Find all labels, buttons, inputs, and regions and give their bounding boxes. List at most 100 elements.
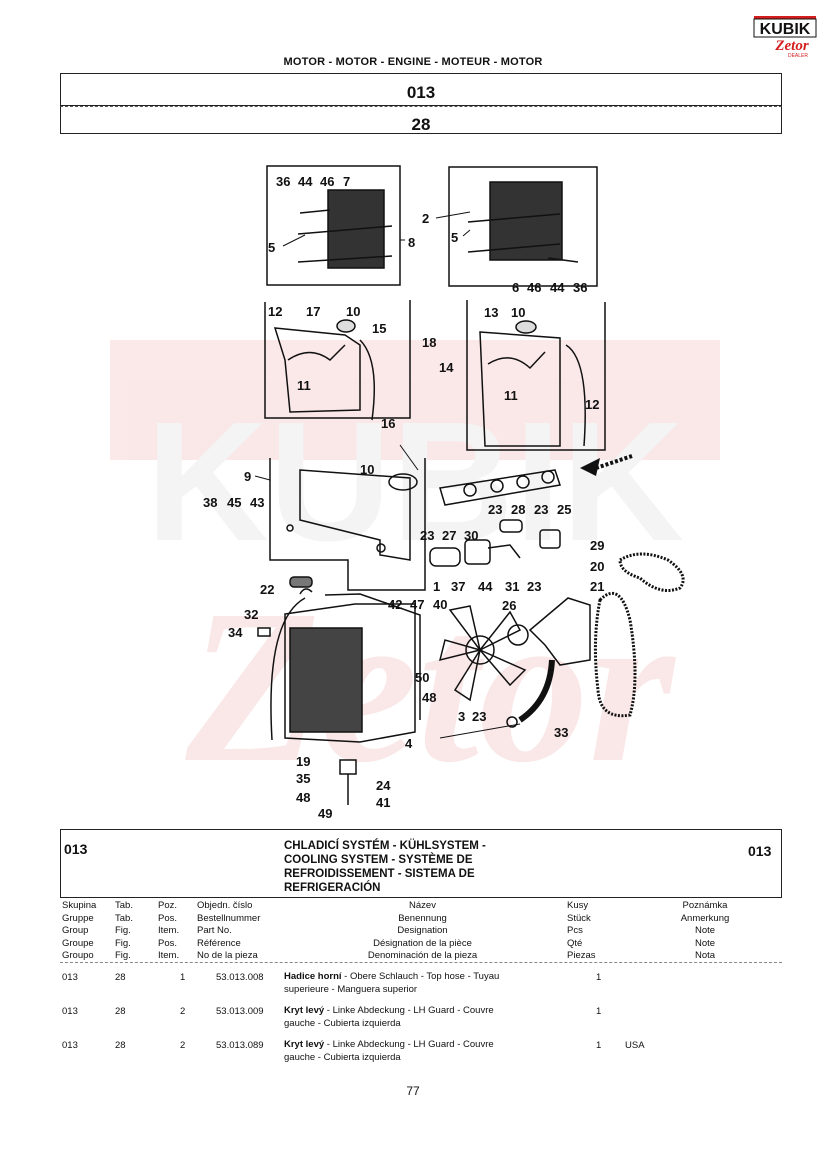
callout: 4 — [405, 736, 413, 751]
callout: 18 — [422, 335, 436, 350]
shroud-left-assembly — [264, 300, 411, 421]
water-pipe-manifold — [429, 469, 561, 567]
callout: 50 — [415, 670, 429, 685]
section-title-line: REFRIGERACIÓN — [284, 882, 381, 894]
callout: 29 — [590, 538, 604, 553]
callout: 12 — [268, 304, 282, 319]
section-title-line: COOLING SYSTEM - SYSTÈME DE — [284, 854, 473, 866]
callout: 32 — [244, 607, 258, 622]
group-number: 013 — [406, 83, 436, 102]
callout: 23 — [472, 709, 486, 724]
column-header-top-rule — [60, 897, 782, 898]
callout: 28 — [511, 502, 525, 517]
kubik-zetor-logo: KUBIK Zetor DEALER — [753, 16, 817, 59]
radiator-assembly — [257, 576, 421, 805]
table-number-box: 28 — [60, 106, 782, 134]
fan-assembly — [438, 597, 591, 728]
callout: 11 — [504, 388, 518, 403]
logo-kubik-text: KUBIK — [760, 21, 811, 38]
callout: 5 — [268, 240, 275, 255]
row-description: Kryt levý - Linke Abdeckung - LH Guard -… — [284, 1005, 494, 1029]
section-group-right: 013 — [748, 843, 772, 859]
callout: 23 — [420, 528, 434, 543]
callout: 23 — [527, 579, 541, 594]
callout: 46 — [527, 280, 541, 295]
column-header-bottom-rule — [60, 962, 782, 963]
callout: 16 — [381, 416, 395, 431]
callout: 36 — [276, 174, 290, 189]
callout: 43 — [250, 495, 264, 510]
callout: 36 — [573, 280, 587, 295]
callout: 5 — [451, 230, 458, 245]
callout: 44 — [298, 174, 313, 189]
callout: 37 — [451, 579, 465, 594]
grille-right-assembly — [448, 166, 598, 287]
callout: 26 — [502, 598, 516, 613]
callout: 48 — [422, 690, 436, 705]
callout: 42 — [388, 597, 402, 612]
callout: 35 — [296, 771, 310, 786]
callout: 2 — [422, 211, 429, 226]
shroud-right-assembly — [466, 300, 606, 451]
row-description: Hadice horní - Obere Schlauch - Top hose… — [284, 971, 500, 995]
callout: 10 — [511, 305, 525, 320]
callout: 46 — [320, 174, 334, 189]
callout: 34 — [228, 625, 243, 640]
callout: 47 — [410, 597, 424, 612]
callout: 33 — [554, 725, 568, 740]
callout: 1 — [433, 579, 440, 594]
section-title: CHLADICÍ SYSTÉM - KÜHLSYSTEM - COOLING S… — [284, 839, 524, 895]
table-number: 28 — [411, 115, 431, 134]
callout: 6 — [512, 280, 519, 295]
callout-labels: 36 44 46 7 5 8 2 5 6 46 44 36 12 17 10 1… — [203, 174, 604, 821]
section-title-line: REFROIDISSEMENT - SISTEMA DE — [284, 868, 475, 880]
callout: 11 — [297, 378, 311, 393]
bracket-plate — [269, 458, 426, 591]
callout: 44 — [550, 280, 565, 295]
callout: 24 — [376, 778, 391, 793]
watermark: KUBIK Zetor — [110, 340, 720, 808]
callout: 49 — [318, 806, 332, 821]
callout: 41 — [376, 795, 390, 810]
callout: 19 — [296, 754, 310, 769]
callout: 40 — [433, 597, 447, 612]
svg-text:Zetor: Zetor — [185, 564, 677, 808]
callout: 38 — [203, 495, 217, 510]
callout: 10 — [346, 304, 360, 319]
callout: 31 — [505, 579, 519, 594]
callout: 20 — [590, 559, 604, 574]
leader-lines — [254, 211, 521, 739]
callout: 23 — [534, 502, 548, 517]
callout: 3 — [458, 709, 465, 724]
callout: 13 — [484, 305, 498, 320]
section-title-line: CHLADICÍ SYSTÉM - KÜHLSYSTEM - — [284, 840, 486, 852]
callout: 14 — [439, 360, 454, 375]
callout: 21 — [590, 579, 604, 594]
v-belts — [593, 552, 685, 718]
callout: 10 — [360, 462, 374, 477]
callout: 9 — [244, 469, 251, 484]
callout: 44 — [478, 579, 493, 594]
row-description: Kryt levý - Linke Abdeckung - LH Guard -… — [284, 1039, 494, 1063]
col-poz: Poz.Pos.Item.Pos.Item. — [158, 900, 180, 961]
callout: 23 — [488, 502, 502, 517]
svg-text:KUBIK: KUBIK — [146, 387, 684, 577]
callout: 22 — [260, 582, 274, 597]
exploded-parts-diagram: KUBIK Zetor — [110, 165, 720, 821]
page-number: 77 — [406, 1084, 420, 1098]
callout: 25 — [557, 502, 571, 517]
callout: 48 — [296, 790, 310, 805]
callout: 17 — [306, 304, 320, 319]
callout: 27 — [442, 528, 456, 543]
section-header-frame — [60, 829, 782, 897]
direction-arrow-icon — [580, 454, 633, 476]
callout: 7 — [343, 174, 350, 189]
callout: 12 — [585, 397, 599, 412]
callout: 30 — [464, 528, 478, 543]
callout: 15 — [372, 321, 386, 336]
col-tab: Tab.Tab.Fig.Fig.Fig. — [115, 900, 133, 961]
